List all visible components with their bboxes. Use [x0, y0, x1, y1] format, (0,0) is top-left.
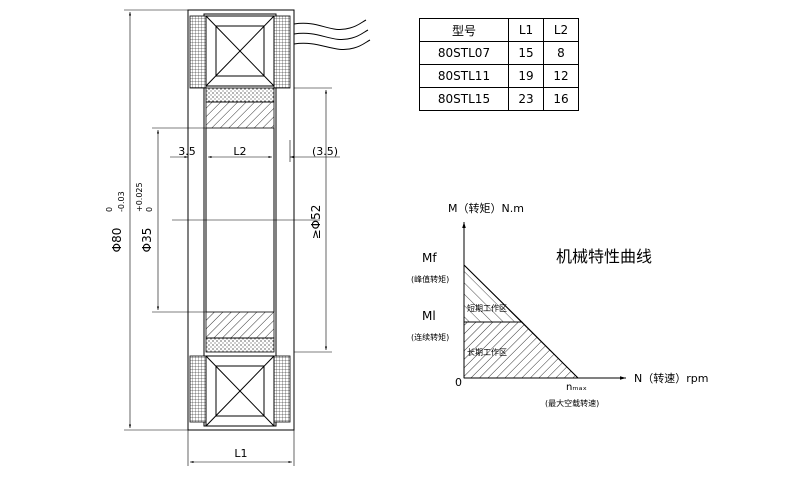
table-cell: 19	[508, 64, 544, 88]
dim-inner-tol-lower: 0	[145, 207, 154, 212]
table-header-cell: L1	[508, 18, 544, 42]
nmax-label: nₘₐₓ	[566, 382, 587, 393]
lead-wire-3	[293, 39, 371, 50]
short-zone-label: 短期工作区	[467, 303, 507, 313]
mf-sub: (峰值转矩)	[411, 274, 449, 284]
dim-inner-tol-upper: +0.025	[135, 182, 144, 212]
dim-l2: L2	[233, 145, 246, 158]
table-cell: 80STL11	[419, 64, 509, 88]
top-coil	[205, 15, 275, 87]
bottom-winding-right	[273, 355, 291, 423]
origin-label: 0	[455, 376, 462, 389]
top-winding-left	[189, 15, 207, 89]
table-cell: 15	[508, 41, 544, 65]
torque-speed-curve: 机械特性曲线 M（转矩）N.m N（转速）rpm 0 短期工作区 长期工作区 M…	[411, 201, 708, 408]
lead-wire-1	[293, 19, 367, 30]
lead-wire-2	[293, 29, 369, 40]
table-cell: 12	[543, 64, 579, 88]
ml-label: Ml	[422, 309, 436, 323]
table-header-cell: L2	[543, 18, 579, 42]
table-cell: 80STL07	[419, 41, 509, 65]
top-rotor-core	[205, 101, 275, 129]
dim-right-gap: (3.5)	[312, 145, 338, 158]
bottom-rotor-core	[205, 311, 275, 339]
y-axis-label: M（转矩）N.m	[448, 201, 524, 215]
top-magnet	[205, 87, 275, 103]
dimensions: Φ80 0 -0.03 Φ35 +0.025 0 ≥Φ52 3.5 L2 (3.…	[105, 9, 340, 466]
curve-title: 机械特性曲线	[556, 247, 652, 266]
dim-outer-tol-upper: 0	[105, 207, 114, 212]
table-cell: 8	[543, 41, 579, 65]
top-winding-right	[273, 15, 291, 89]
bottom-magnet	[205, 337, 275, 353]
dim-left-gap: 3.5	[178, 145, 196, 158]
nmax-sub: (最大空载转速)	[545, 398, 599, 408]
motor-cross-section	[172, 9, 371, 431]
dim-l1: L1	[234, 447, 247, 460]
x-axis-label: N（转速）rpm	[634, 371, 708, 385]
table-header-cell: 型号	[419, 18, 509, 42]
dim-outer-diameter: Φ80	[110, 228, 124, 253]
dim-bore: ≥Φ52	[309, 205, 323, 240]
dim-inner-diameter: Φ35	[140, 228, 154, 253]
mf-label: Mf	[422, 251, 437, 265]
bottom-coil	[205, 355, 275, 427]
ml-sub: (连续转矩)	[411, 332, 449, 342]
long-zone-label: 长期工作区	[467, 347, 507, 357]
table-cell: 80STL15	[419, 87, 509, 111]
table-cell: 23	[508, 87, 544, 111]
dim-outer-tol-lower: -0.03	[117, 191, 126, 212]
table-cell: 16	[543, 87, 579, 111]
bottom-winding-left	[189, 355, 207, 423]
